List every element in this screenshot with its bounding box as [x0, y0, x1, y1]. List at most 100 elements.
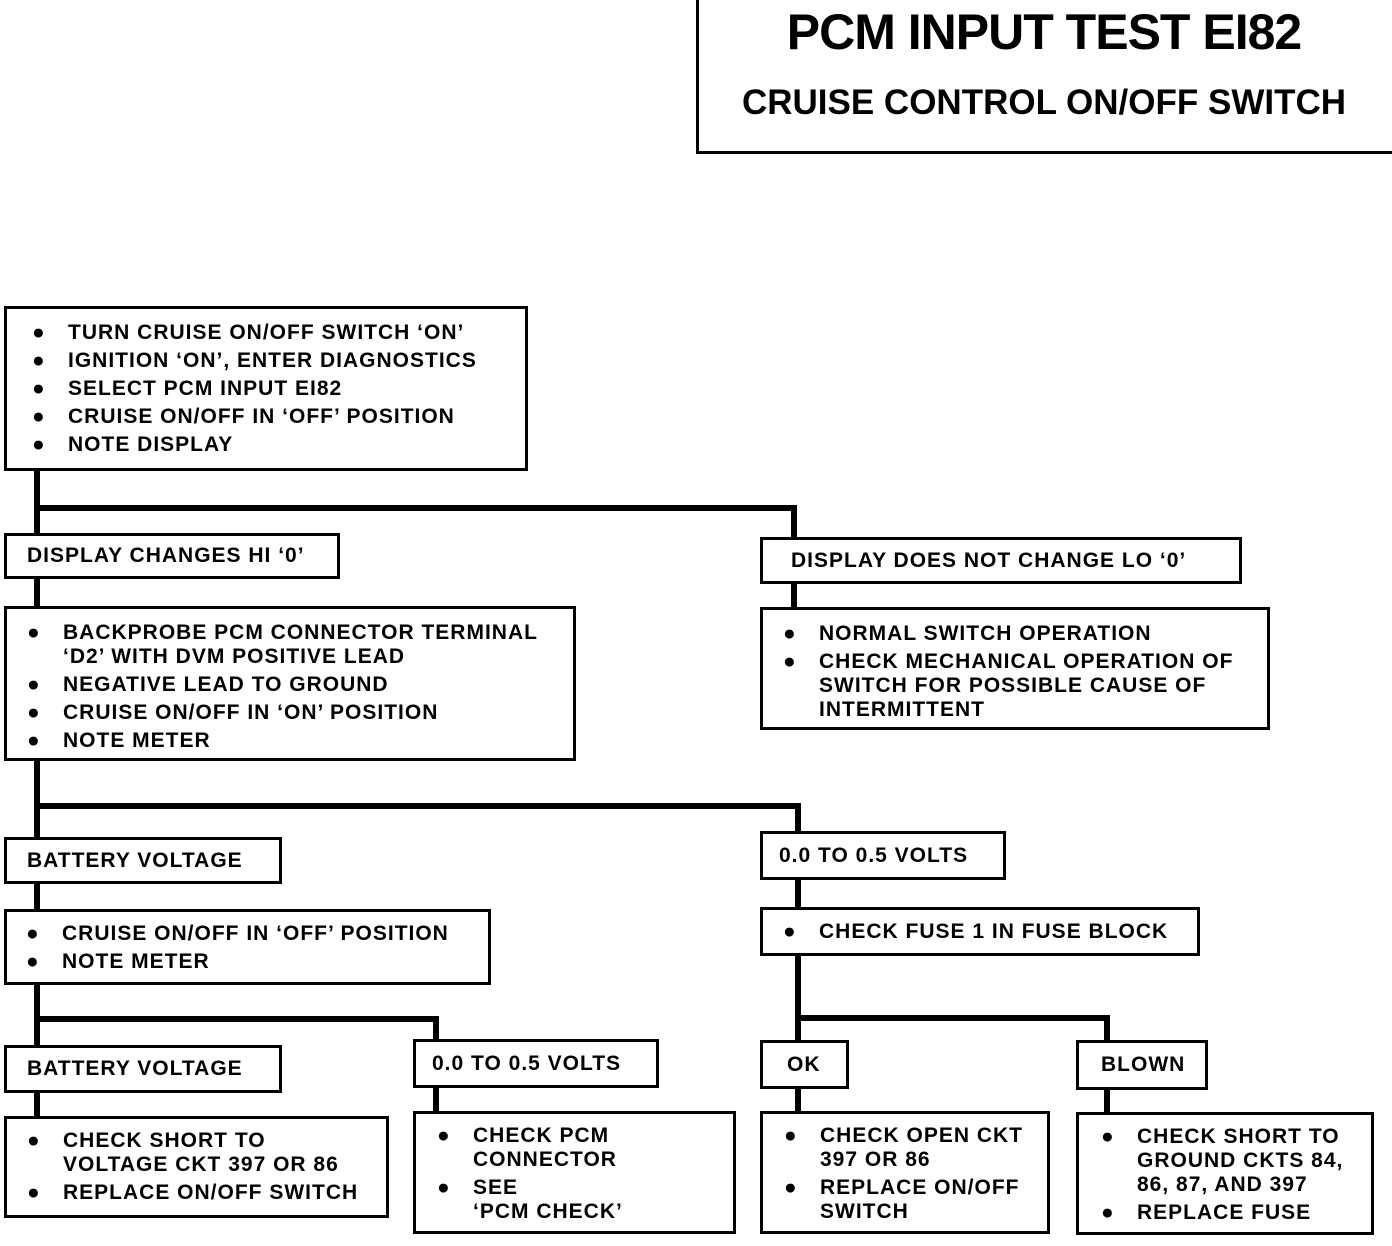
connector-line	[795, 1015, 1110, 1021]
list-item: ●SEE ‘PCM CHECK’	[437, 1176, 623, 1223]
bullet-icon: ●	[784, 1176, 798, 1199]
leaf2-label: 0.0 TO 0.5 VOLTS	[432, 1052, 622, 1075]
diagram-subtitle: CRUISE CONTROL ON/OFF SWITCH	[741, 83, 1347, 122]
list-item: ●CHECK OPEN CKT 397 OR 86	[784, 1124, 1024, 1171]
list-item: ●NOTE DISPLAY	[32, 431, 525, 459]
list-item: ●CHECK PCM CONNECTOR	[437, 1124, 617, 1171]
title-block: PCM INPUT TEST EI82 CRUISE CONTROL ON/OF…	[696, 0, 1392, 154]
connector-line	[795, 878, 801, 910]
branch-a1-steps-box: ●CRUISE ON/OFF IN ‘OFF’ POSITION ●NOTE M…	[4, 909, 491, 985]
connector-line	[795, 1086, 801, 1114]
bullet-icon: ●	[437, 1124, 451, 1147]
bullet-icon: ●	[27, 729, 41, 752]
leaf4-label: BLOWN	[1101, 1053, 1186, 1076]
connector-line	[795, 954, 801, 1044]
leaf1-label-box: BATTERY VOLTAGE	[4, 1045, 282, 1093]
bullet-icon: ●	[32, 405, 46, 428]
connector-line	[1104, 1087, 1110, 1115]
bullet-icon: ●	[26, 922, 40, 945]
branch-a2-label: 0.0 TO 0.5 VOLTS	[779, 844, 969, 867]
connector-line	[34, 803, 800, 809]
branch-b-list: ●NORMAL SWITCH OPERATION ●CHECK MECHANIC…	[783, 622, 1267, 722]
connector-line	[34, 505, 797, 511]
connector-line	[34, 1016, 439, 1022]
connector-line	[791, 505, 797, 540]
branch-b-label: DISPLAY DOES NOT CHANGE LO ‘0’	[791, 549, 1187, 572]
list-item: ●TURN CRUISE ON/OFF SWITCH ‘ON’	[32, 319, 525, 347]
bullet-icon: ●	[32, 433, 46, 456]
list-item: ●IGNITION ‘ON’, ENTER DIAGNOSTICS	[32, 347, 525, 375]
branch-a-label: DISPLAY CHANGES HI ‘0’	[27, 544, 305, 567]
bullet-icon: ●	[783, 650, 797, 673]
list-item: ●CHECK MECHANICAL OPERATION OF SWITCH FO…	[783, 650, 1234, 721]
leaf3-label: OK	[787, 1053, 821, 1076]
connector-line	[34, 983, 40, 1048]
list-item: ●REPLACE ON/OFF SWITCH	[27, 1181, 359, 1204]
bullet-icon: ●	[27, 621, 41, 644]
leaf3-steps-box: ●CHECK OPEN CKT 397 OR 86 ●REPLACE ON/OF…	[760, 1111, 1050, 1234]
bullet-icon: ●	[27, 701, 41, 724]
branch-b-steps-box: ●NORMAL SWITCH OPERATION ●CHECK MECHANIC…	[760, 607, 1270, 730]
leaf4-list: ●CHECK SHORT TO GROUND CKTS 84, 86, 87, …	[1101, 1125, 1371, 1225]
leaf2-steps-box: ●CHECK PCM CONNECTOR ●SEE ‘PCM CHECK’	[413, 1111, 736, 1234]
branch-a1-label-box: BATTERY VOLTAGE	[4, 837, 282, 884]
branch-a-list: ●BACKPROBE PCM CONNECTOR TERMINAL ‘D2’ W…	[27, 621, 573, 753]
connector-line	[34, 470, 40, 536]
bullet-icon: ●	[1101, 1125, 1115, 1148]
list-item: ●NEGATIVE LEAD TO GROUND	[27, 673, 389, 696]
list-item: ●REPLACE FUSE	[1101, 1201, 1312, 1224]
leaf1-steps-box: ●CHECK SHORT TO VOLTAGE CKT 397 OR 86 ●R…	[4, 1116, 389, 1218]
bullet-icon: ●	[27, 673, 41, 696]
connector-line	[795, 803, 801, 834]
leaf3-list: ●CHECK OPEN CKT 397 OR 86 ●REPLACE ON/OF…	[784, 1124, 1047, 1224]
diagram-title: PCM INPUT TEST EI82	[786, 4, 1302, 60]
step1-box: ●TURN CRUISE ON/OFF SWITCH ‘ON’ ●IGNITIO…	[4, 306, 528, 471]
connector-line	[34, 1091, 40, 1120]
bullet-icon: ●	[26, 950, 40, 973]
bullet-icon: ●	[32, 377, 46, 400]
branch-a2-list: ●CHECK FUSE 1 IN FUSE BLOCK	[783, 920, 1197, 944]
list-item: ●CHECK SHORT TO VOLTAGE CKT 397 OR 86	[27, 1129, 339, 1176]
connector-line	[1104, 1015, 1110, 1043]
leaf1-label: BATTERY VOLTAGE	[27, 1057, 243, 1080]
branch-a-steps-box: ●BACKPROBE PCM CONNECTOR TERMINAL ‘D2’ W…	[4, 606, 576, 761]
leaf3-label-box: OK	[760, 1040, 849, 1089]
list-item: ●CHECK FUSE 1 IN FUSE BLOCK	[783, 920, 1169, 943]
bullet-icon: ●	[27, 1181, 41, 1204]
branch-a1-label: BATTERY VOLTAGE	[27, 849, 243, 872]
list-item: ●CRUISE ON/OFF IN ‘OFF’ POSITION	[32, 403, 525, 431]
list-item: ●NOTE METER	[27, 729, 211, 752]
branch-a2-label-box: 0.0 TO 0.5 VOLTS	[760, 831, 1006, 880]
leaf2-list: ●CHECK PCM CONNECTOR ●SEE ‘PCM CHECK’	[437, 1124, 733, 1224]
bullet-icon: ●	[32, 349, 46, 372]
connector-line	[433, 1086, 439, 1114]
leaf1-list: ●CHECK SHORT TO VOLTAGE CKT 397 OR 86 ●R…	[27, 1129, 386, 1205]
step1-list: ●TURN CRUISE ON/OFF SWITCH ‘ON’ ●IGNITIO…	[32, 319, 525, 459]
leaf2-label-box: 0.0 TO 0.5 VOLTS	[413, 1039, 659, 1088]
connector-line	[433, 1016, 439, 1042]
bullet-icon: ●	[1101, 1201, 1115, 1224]
list-item: ●NORMAL SWITCH OPERATION	[783, 622, 1152, 645]
branch-a1-list: ●CRUISE ON/OFF IN ‘OFF’ POSITION ●NOTE M…	[26, 922, 488, 974]
leaf4-label-box: BLOWN	[1076, 1040, 1208, 1090]
bullet-icon: ●	[783, 920, 797, 943]
branch-a2-steps-box: ●CHECK FUSE 1 IN FUSE BLOCK	[760, 907, 1200, 956]
connector-line	[34, 882, 40, 912]
list-item: ●NOTE METER	[26, 950, 210, 973]
list-item: ●CRUISE ON/OFF IN ‘ON’ POSITION	[27, 701, 439, 724]
list-item: ●CHECK SHORT TO GROUND CKTS 84, 86, 87, …	[1101, 1125, 1344, 1196]
list-item: ●REPLACE ON/OFF SWITCH	[784, 1176, 1020, 1223]
connector-line	[34, 760, 40, 840]
list-item: ●CRUISE ON/OFF IN ‘OFF’ POSITION	[26, 922, 449, 945]
connector-line	[791, 583, 797, 610]
branch-b-label-box: DISPLAY DOES NOT CHANGE LO ‘0’	[760, 537, 1242, 584]
connector-line	[34, 578, 40, 609]
bullet-icon: ●	[437, 1176, 451, 1199]
bullet-icon: ●	[27, 1129, 41, 1152]
branch-a-label-box: DISPLAY CHANGES HI ‘0’	[4, 533, 340, 579]
leaf4-steps-box: ●CHECK SHORT TO GROUND CKTS 84, 86, 87, …	[1076, 1112, 1374, 1235]
list-item: ●BACKPROBE PCM CONNECTOR TERMINAL ‘D2’ W…	[27, 621, 538, 668]
list-item: ●SELECT PCM INPUT EI82	[32, 375, 525, 403]
bullet-icon: ●	[32, 321, 46, 344]
bullet-icon: ●	[783, 622, 797, 645]
